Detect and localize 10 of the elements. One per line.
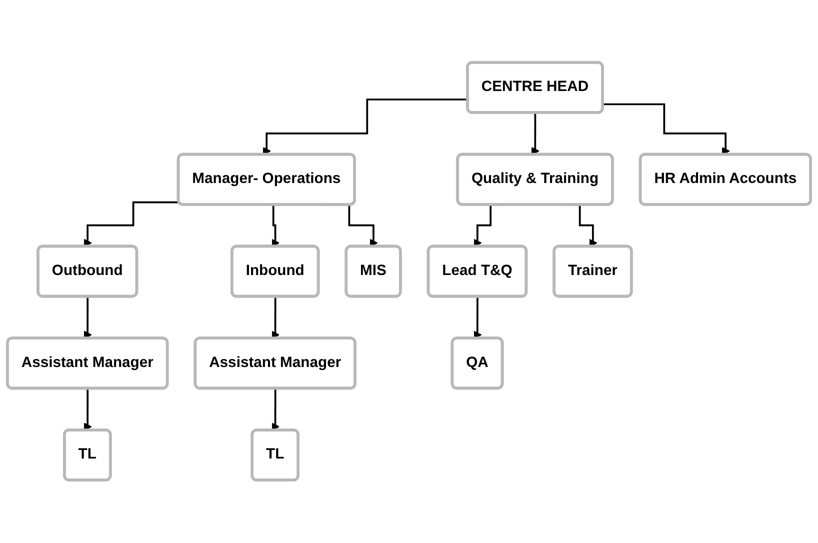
arrow (603, 104, 730, 156)
arrow (271, 204, 280, 248)
arrow (271, 296, 280, 340)
arrow (262, 98, 468, 156)
arrow (84, 388, 92, 432)
arrow (84, 296, 92, 340)
arrow (271, 388, 280, 432)
arrow (84, 202, 180, 248)
arrow (474, 296, 482, 340)
arrow (531, 112, 540, 156)
